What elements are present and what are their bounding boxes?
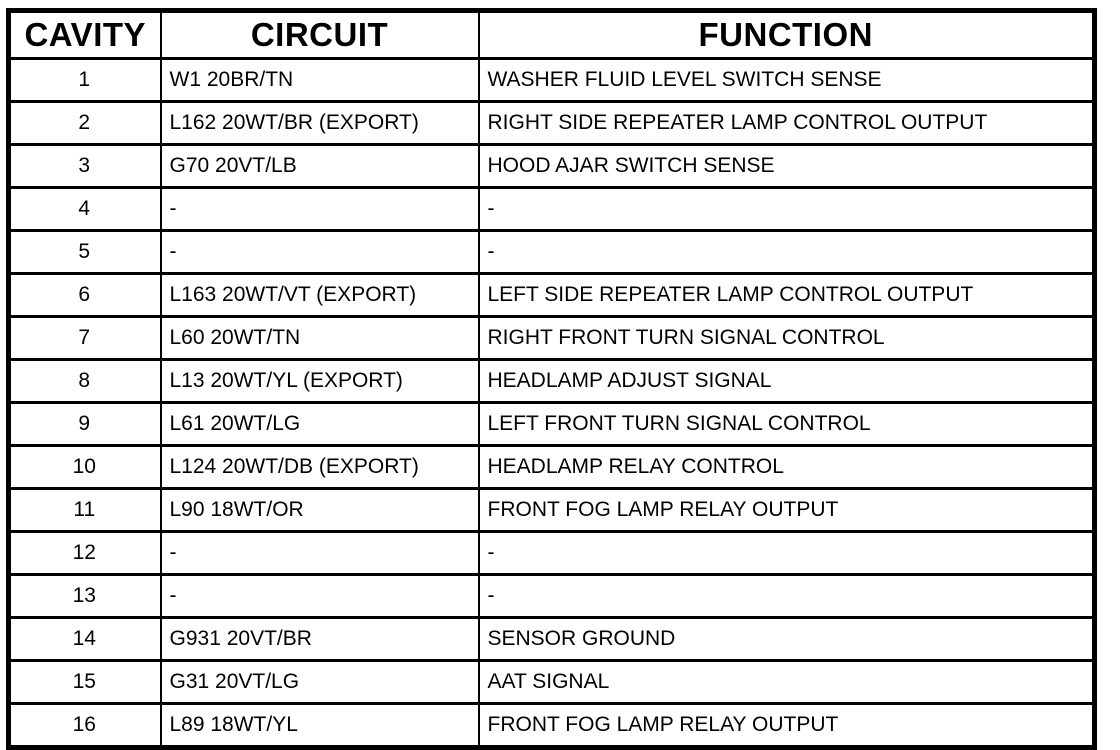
function-cell: HOOD AJAR SWITCH SENSE	[477, 143, 1096, 189]
cavity-cell: 2	[7, 100, 162, 146]
circuit-cell: L89 18WT/YL	[159, 702, 480, 749]
table-row: 3 G70 20VT/LB HOOD AJAR SWITCH SENSE	[7, 143, 1096, 189]
table-row: 16 L89 18WT/YL FRONT FOG LAMP RELAY OUTP…	[7, 702, 1096, 749]
cavity-cell: 9	[7, 401, 162, 447]
column-header-cavity: CAVITY	[7, 9, 162, 60]
cavity-cell: 14	[7, 616, 162, 662]
cavity-cell: 16	[7, 702, 162, 749]
table-row: 4 - -	[7, 186, 1096, 232]
function-cell: HEADLAMP ADJUST SIGNAL	[477, 358, 1096, 404]
cavity-cell: 12	[7, 530, 162, 576]
function-cell: AAT SIGNAL	[477, 659, 1096, 705]
cavity-cell: 8	[7, 358, 162, 404]
circuit-cell: -	[159, 573, 480, 619]
circuit-cell: G931 20VT/BR	[159, 616, 480, 662]
column-header-function: FUNCTION	[477, 9, 1096, 60]
circuit-cell: L124 20WT/DB (EXPORT)	[159, 444, 480, 490]
function-cell: -	[477, 186, 1096, 232]
function-cell: LEFT FRONT TURN SIGNAL CONTROL	[477, 401, 1096, 447]
cavity-cell: 10	[7, 444, 162, 490]
function-cell: FRONT FOG LAMP RELAY OUTPUT	[477, 487, 1096, 533]
function-cell: -	[477, 229, 1096, 275]
table-row: 9 L61 20WT/LG LEFT FRONT TURN SIGNAL CON…	[7, 401, 1096, 447]
cavity-cell: 7	[7, 315, 162, 361]
function-cell: FRONT FOG LAMP RELAY OUTPUT	[477, 702, 1096, 749]
table-header-row: CAVITY CIRCUIT FUNCTION	[7, 9, 1096, 60]
cavity-cell: 1	[7, 57, 162, 103]
function-cell: RIGHT SIDE REPEATER LAMP CONTROL OUTPUT	[477, 100, 1096, 146]
table-row: 15 G31 20VT/LG AAT SIGNAL	[7, 659, 1096, 705]
circuit-cell: -	[159, 530, 480, 576]
circuit-cell: L162 20WT/BR (EXPORT)	[159, 100, 480, 146]
circuit-cell: L60 20WT/TN	[159, 315, 480, 361]
circuit-cell: W1 20BR/TN	[159, 57, 480, 103]
table-row: 2 L162 20WT/BR (EXPORT) RIGHT SIDE REPEA…	[7, 100, 1096, 146]
circuit-cell: L61 20WT/LG	[159, 401, 480, 447]
function-cell: SENSOR GROUND	[477, 616, 1096, 662]
circuit-cell: -	[159, 229, 480, 275]
table-row: 6 L163 20WT/VT (EXPORT) LEFT SIDE REPEAT…	[7, 272, 1096, 318]
table-row: 12 - -	[7, 530, 1096, 576]
column-header-circuit: CIRCUIT	[159, 9, 480, 60]
table-row: 13 - -	[7, 573, 1096, 619]
circuit-cell: -	[159, 186, 480, 232]
table-row: 8 L13 20WT/YL (EXPORT) HEADLAMP ADJUST S…	[7, 358, 1096, 404]
table-row: 5 - -	[7, 229, 1096, 275]
table-row: 10 L124 20WT/DB (EXPORT) HEADLAMP RELAY …	[7, 444, 1096, 490]
table-row: 14 G931 20VT/BR SENSOR GROUND	[7, 616, 1096, 662]
circuit-cell: L163 20WT/VT (EXPORT)	[159, 272, 480, 318]
connector-pinout-table: CAVITY CIRCUIT FUNCTION 1 W1 20BR/TN WAS…	[6, 8, 1097, 750]
function-cell: WASHER FLUID LEVEL SWITCH SENSE	[477, 57, 1096, 103]
circuit-cell: G70 20VT/LB	[159, 143, 480, 189]
circuit-cell: G31 20VT/LG	[159, 659, 480, 705]
circuit-cell: L90 18WT/OR	[159, 487, 480, 533]
cavity-cell: 5	[7, 229, 162, 275]
function-cell: -	[477, 530, 1096, 576]
table-row: 11 L90 18WT/OR FRONT FOG LAMP RELAY OUTP…	[7, 487, 1096, 533]
circuit-cell: L13 20WT/YL (EXPORT)	[159, 358, 480, 404]
cavity-cell: 4	[7, 186, 162, 232]
function-cell: LEFT SIDE REPEATER LAMP CONTROL OUTPUT	[477, 272, 1096, 318]
table-body: 1 W1 20BR/TN WASHER FLUID LEVEL SWITCH S…	[7, 57, 1096, 749]
function-cell: RIGHT FRONT TURN SIGNAL CONTROL	[477, 315, 1096, 361]
cavity-cell: 15	[7, 659, 162, 705]
cavity-cell: 11	[7, 487, 162, 533]
table-row: 7 L60 20WT/TN RIGHT FRONT TURN SIGNAL CO…	[7, 315, 1096, 361]
cavity-cell: 6	[7, 272, 162, 318]
table-row: 1 W1 20BR/TN WASHER FLUID LEVEL SWITCH S…	[7, 57, 1096, 103]
cavity-cell: 13	[7, 573, 162, 619]
function-cell: HEADLAMP RELAY CONTROL	[477, 444, 1096, 490]
function-cell: -	[477, 573, 1096, 619]
cavity-cell: 3	[7, 143, 162, 189]
